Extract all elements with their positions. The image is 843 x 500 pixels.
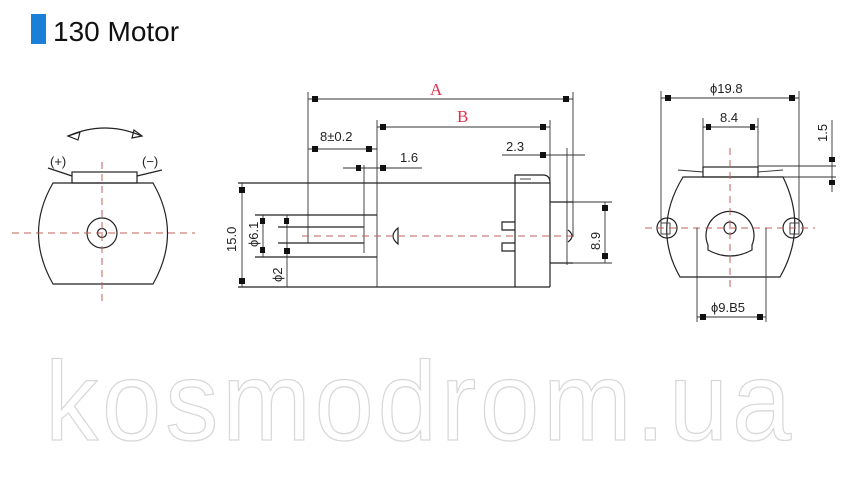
dim-boss-diameter: ϕ6.1 xyxy=(246,222,261,247)
dim-height: 15.0 xyxy=(224,227,239,252)
end-view: ϕ19.8 8.4 1.5 ϕ9.B5 xyxy=(645,81,836,322)
page-title: 130 Motor xyxy=(53,16,179,47)
dim-label-a: A xyxy=(430,80,443,99)
front-view: (+) (−) xyxy=(12,127,195,305)
title-marker xyxy=(31,14,46,44)
dim-body-width: ϕ19.8 xyxy=(710,81,743,96)
dim-bump: 8.9 xyxy=(588,232,603,250)
dim-label-b: B xyxy=(457,107,468,126)
dim-tab-height: 1.5 xyxy=(815,124,830,142)
dim-shaft-length: 8±0.2 xyxy=(320,129,352,144)
dim-flange: 1.6 xyxy=(400,150,418,165)
minus-terminal-label: (−) xyxy=(142,154,158,169)
dim-tab-width: 8.4 xyxy=(720,110,738,125)
dim-endcap: 2.3 xyxy=(506,139,524,154)
plus-terminal-label: (+) xyxy=(50,154,66,169)
side-view: A B 8±0.2 1.6 2.3 xyxy=(224,80,612,288)
dim-shaft-diameter: ϕ2 xyxy=(270,267,285,282)
watermark: kosmodrom.ua xyxy=(45,339,795,464)
dim-inner-diameter: ϕ9.B5 xyxy=(711,300,745,315)
